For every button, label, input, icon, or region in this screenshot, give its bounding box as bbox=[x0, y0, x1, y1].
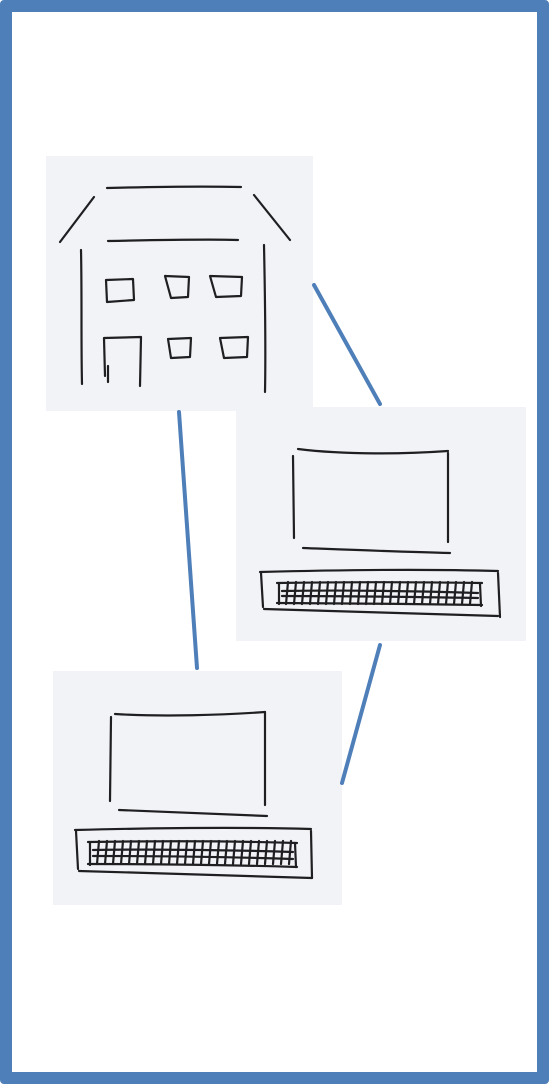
building-sketch-icon bbox=[46, 156, 313, 411]
computer-sketch-icon bbox=[53, 671, 342, 905]
computer-node-a bbox=[236, 407, 526, 641]
building-node bbox=[46, 156, 313, 411]
computer-node-b bbox=[53, 671, 342, 905]
computer-sketch-icon bbox=[236, 407, 526, 641]
